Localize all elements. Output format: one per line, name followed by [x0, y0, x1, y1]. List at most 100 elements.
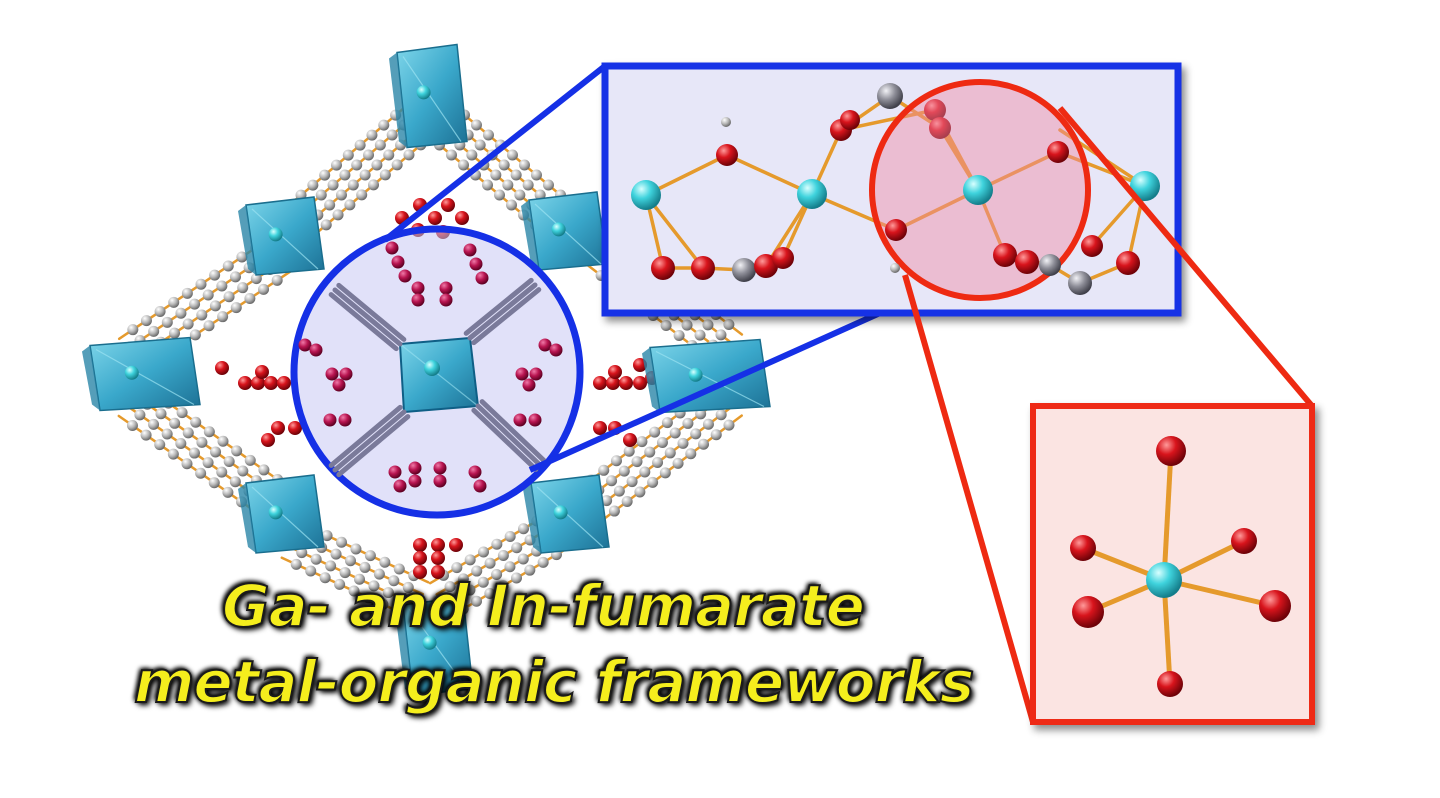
carbon-atom	[477, 576, 489, 588]
carbon-atom	[181, 458, 193, 470]
carbon-atom	[470, 119, 482, 131]
node-upper-left	[238, 196, 325, 276]
carbon-atom	[373, 568, 385, 580]
pore-closeup	[298, 241, 563, 493]
metal-octahedron	[1070, 436, 1291, 697]
oxygen-atom	[619, 376, 633, 390]
carbon-atom	[506, 149, 518, 161]
carbon-atom	[537, 556, 549, 568]
node-top	[389, 43, 468, 149]
carbon-atom	[244, 292, 256, 304]
carbon-atom	[530, 169, 542, 181]
oxygen-atom	[408, 474, 422, 488]
carbon-atom	[647, 476, 659, 488]
carbon-atom	[383, 149, 395, 161]
oxygen-atom	[338, 413, 352, 427]
carbon-atom	[359, 561, 371, 573]
carbon-atom	[210, 446, 222, 458]
metal-atom	[688, 367, 703, 382]
carbon-atom	[230, 302, 242, 314]
carbon-atom	[229, 271, 241, 283]
carbon-atom	[386, 129, 398, 141]
oxygen-atom	[271, 421, 285, 435]
carbon-atom	[470, 595, 482, 607]
carbon-atom	[202, 289, 214, 301]
oxygen-atom	[298, 338, 312, 352]
carbon-atom	[216, 466, 228, 478]
carbon-atom	[176, 407, 188, 419]
oxygen-atom	[215, 361, 229, 375]
oxygen-atom	[398, 269, 412, 283]
carbon-atom	[140, 429, 152, 441]
carbon-atom	[196, 436, 208, 448]
carbon-atom	[154, 306, 166, 318]
carbon-atom	[134, 409, 146, 421]
carbon-atom	[403, 149, 415, 161]
linker-strand	[328, 292, 399, 352]
bond	[280, 556, 414, 619]
polyhedron-edge	[399, 343, 479, 407]
oxygen-atom	[393, 479, 407, 493]
carbon-atom	[702, 418, 714, 430]
metal-atom	[268, 227, 283, 242]
carbon-atom	[446, 149, 458, 161]
oxygen-atom	[924, 99, 946, 121]
oxygen-atom	[1072, 596, 1104, 628]
oxygen-atom	[1157, 671, 1183, 697]
oxygen-atom	[633, 376, 647, 390]
carbon-atom	[517, 553, 529, 565]
carbon-atom	[168, 296, 180, 308]
oxygen-atom	[1156, 436, 1186, 466]
oxygen-atom	[413, 538, 427, 552]
carbon-atom	[327, 179, 339, 191]
oxygen-atom	[463, 243, 477, 257]
oxygen-atom	[538, 338, 552, 352]
carbon-atom	[639, 466, 651, 478]
carbon-atom	[371, 159, 383, 171]
carbon-atom	[669, 427, 681, 439]
oxygen-atom	[1116, 251, 1140, 275]
oxygen-atom	[623, 433, 637, 447]
carbon-atom	[195, 278, 207, 290]
carbon-atom	[690, 428, 702, 440]
oxygen-atom	[411, 293, 425, 307]
carbon-atom	[167, 448, 179, 460]
carbon-atom	[190, 416, 202, 428]
carbon-atom	[474, 139, 486, 151]
carbon-atom	[664, 447, 676, 459]
carbon-atom	[217, 311, 229, 323]
oxygen-atom	[385, 241, 399, 255]
carbon-atom	[182, 318, 194, 330]
oxygen-atom	[411, 281, 425, 295]
metal-oxide-chain	[631, 83, 1160, 295]
oxygen-atom	[1070, 535, 1096, 561]
oxygen-atom	[513, 413, 527, 427]
carbon-atom	[229, 476, 241, 488]
carbon-atom	[1068, 271, 1092, 295]
carbon-atom	[148, 325, 160, 337]
carbon-atom	[644, 446, 656, 458]
oxygen-atom	[264, 376, 278, 390]
carbon-atom	[217, 435, 229, 447]
carbon-atom	[351, 159, 363, 171]
carbon-atom	[377, 598, 389, 610]
red-connector-right	[1057, 106, 1315, 408]
carbon-atom	[698, 438, 710, 450]
carbon-atom	[344, 199, 356, 211]
carbon-atom	[659, 467, 671, 479]
carbon-atom	[497, 549, 509, 561]
carbon-atom	[393, 563, 405, 575]
carbon-atom	[491, 538, 503, 550]
oxygen-atom	[238, 376, 252, 390]
carbon-atom	[310, 553, 322, 565]
metal-atom	[963, 175, 993, 205]
carbon-atom	[353, 573, 365, 585]
carbon-atom	[188, 447, 200, 459]
oxygen-atom	[413, 565, 427, 579]
polyhedron-face	[530, 474, 610, 554]
carbon-atom	[127, 324, 139, 336]
node-left	[82, 336, 201, 412]
carbon-atom	[339, 169, 351, 181]
carbon-atom	[458, 159, 470, 171]
linker-strand	[467, 282, 538, 341]
